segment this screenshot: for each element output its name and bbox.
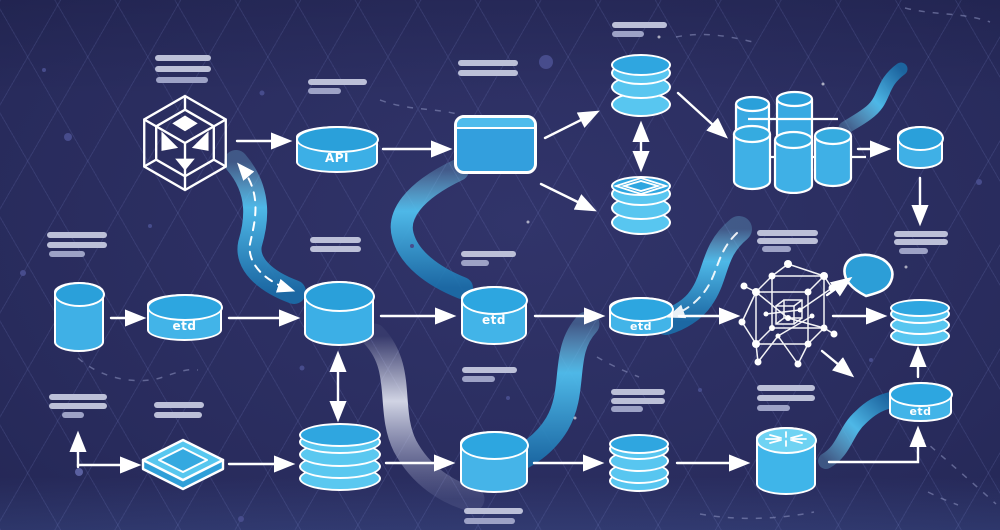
cylinder-top — [460, 285, 528, 315]
snowflake-cylinder — [755, 426, 817, 495]
placeholder-bar — [757, 395, 815, 401]
placeholder-bar — [308, 79, 367, 85]
etl-label: etd — [172, 319, 197, 333]
box-lid — [457, 118, 534, 129]
placeholder-bar — [49, 251, 85, 257]
placeholder-bar — [49, 394, 107, 400]
placeholder-bar — [464, 518, 515, 524]
layer-plate-icon — [139, 437, 227, 493]
placeholder-bar — [757, 230, 818, 236]
cylinder-top — [295, 125, 379, 153]
placeholder-bar — [757, 405, 790, 411]
placeholder-bar — [899, 248, 928, 254]
diamond-pattern-icon — [613, 177, 669, 195]
etl-cylinder-lower-right: etd — [888, 381, 953, 422]
placeholder-bar — [762, 246, 791, 252]
api-label: API — [324, 151, 350, 165]
placeholder-bar — [462, 376, 495, 382]
staging-cylinder — [459, 430, 529, 493]
etl-cylinder-right: etd — [608, 296, 674, 336]
etl-label: etd — [629, 320, 653, 333]
placeholder-bar — [458, 60, 518, 66]
placeholder-bar — [757, 385, 815, 391]
placeholder-bar — [757, 238, 818, 244]
placeholder-bar — [47, 242, 107, 248]
raw-db-stack — [611, 54, 671, 118]
placeholder-bar — [155, 66, 211, 72]
cylinder-top — [459, 430, 529, 460]
placeholder-bar — [308, 88, 341, 94]
placeholder-bar — [611, 406, 643, 412]
source-cube-icon — [136, 94, 234, 192]
source-db-cylinder — [53, 281, 105, 352]
placeholder-bar — [62, 412, 84, 418]
placeholder-bar — [310, 246, 361, 252]
placeholder-bar — [894, 239, 948, 245]
placeholder-bar — [156, 77, 208, 83]
placeholder-bar — [458, 70, 518, 76]
placeholder-bar — [47, 232, 107, 238]
etl-cylinder-center: etd — [460, 285, 528, 345]
placeholder-bar — [612, 22, 667, 28]
placeholder-bar — [461, 251, 516, 257]
snowflake-icon — [765, 431, 807, 447]
api-cylinder: API — [295, 125, 379, 173]
placeholder-bar — [310, 237, 361, 243]
cylinder-top — [146, 293, 223, 321]
placeholder-bar — [464, 508, 523, 514]
cache-cylinder — [896, 125, 944, 169]
cylinder-top — [896, 125, 944, 151]
cylinder-top — [53, 281, 105, 307]
cylinder-top — [755, 426, 817, 454]
processing-box — [454, 115, 537, 174]
etl-label: etd — [482, 313, 506, 327]
warehouse-db-stack — [611, 176, 671, 236]
bottom-db-stack — [609, 434, 669, 492]
placeholder-bar — [462, 367, 517, 373]
placeholder-bar — [611, 398, 665, 404]
placeholder-bar — [154, 402, 204, 408]
results-db-stack — [890, 299, 950, 346]
placeholder-bar — [612, 31, 644, 37]
cylinder-top — [608, 296, 674, 322]
graph-network-icon — [738, 258, 838, 370]
cylinder-cluster — [728, 88, 868, 194]
placeholder-bar — [155, 55, 211, 61]
teardrop-icon — [840, 252, 898, 298]
cylinder-top — [888, 381, 953, 407]
placeholder-bar — [611, 389, 665, 395]
etl-cylinder-left: etd — [146, 293, 223, 341]
central-db-cylinder — [303, 280, 375, 346]
main-warehouse-stack — [299, 423, 381, 491]
placeholder-bar — [154, 412, 202, 418]
etl-label: etd — [909, 405, 932, 418]
placeholder-bar — [461, 260, 489, 266]
placeholder-bar — [49, 403, 107, 409]
placeholder-bar — [894, 231, 948, 237]
cylinder-top — [303, 280, 375, 312]
